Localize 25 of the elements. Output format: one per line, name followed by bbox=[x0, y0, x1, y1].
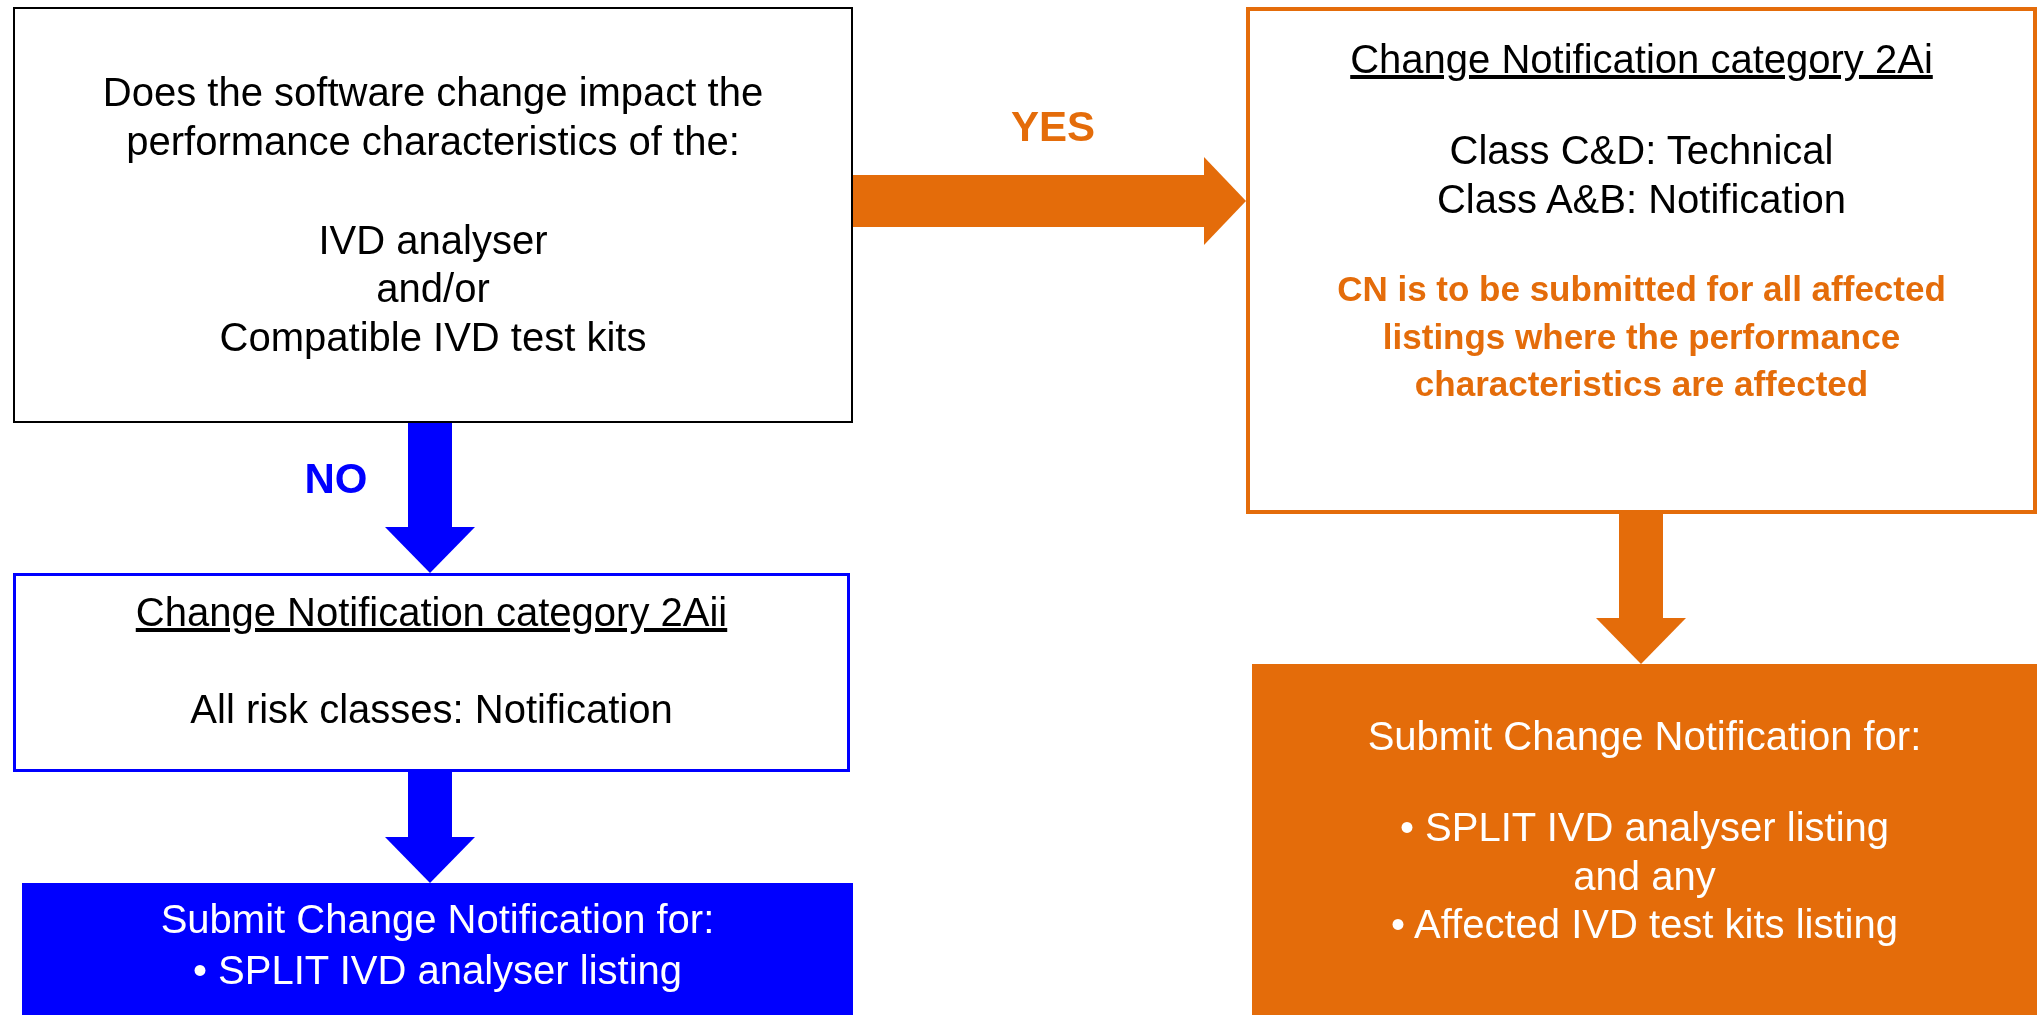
action-heading: Submit Change Notification for: bbox=[160, 896, 715, 943]
question-box bbox=[13, 7, 853, 423]
class-text: Class A&B: Notification bbox=[1436, 175, 1847, 223]
class-text: All risk classes: Notification bbox=[190, 685, 673, 733]
category-heading: Change Notification category 2Aii bbox=[135, 589, 728, 636]
option-text: IVD analyser bbox=[318, 216, 548, 264]
class-text: Class C&D: Technical bbox=[1449, 126, 1834, 174]
category-box bbox=[1246, 7, 2037, 514]
block-arrow bbox=[1596, 514, 1686, 664]
note-text: CN is to be submitted for all affected listings where the performance characteristics are affected bbox=[1336, 268, 1947, 405]
action-box bbox=[22, 883, 853, 1015]
bullet-text: • SPLIT IVD analyser listing bbox=[1400, 803, 1889, 851]
action-heading: Submit Change Notification for: bbox=[1367, 713, 1922, 760]
bullet-text: • Affected IVD test kits listing bbox=[1391, 901, 1898, 949]
category-box bbox=[13, 573, 850, 772]
connector-text: and any bbox=[1573, 852, 1716, 900]
option-text: and/or bbox=[376, 265, 490, 313]
block-arrow bbox=[385, 423, 475, 573]
action-box bbox=[1252, 664, 2037, 1015]
block-arrow bbox=[385, 772, 475, 883]
option-text: Compatible IVD test kits bbox=[219, 314, 647, 362]
block-arrow bbox=[853, 157, 1246, 245]
question-text: Does the software change impact the performance characteristics of the: bbox=[101, 69, 765, 165]
bullet-text: • SPLIT IVD analyser listing bbox=[193, 946, 682, 994]
category-heading: Change Notification category 2Ai bbox=[1350, 36, 1933, 83]
